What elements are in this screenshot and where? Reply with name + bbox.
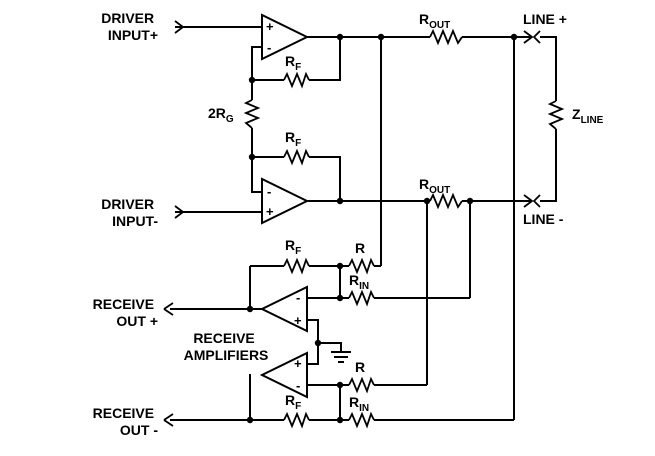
arrow-line-pos: [523, 30, 534, 44]
arrow-driver-input-neg: [174, 205, 185, 219]
receive-opamp-top: - +: [259, 285, 308, 333]
label-receive-out-pos: RECEIVE OUT +: [93, 296, 158, 329]
junction: [466, 197, 474, 205]
pin-plus: +: [266, 19, 274, 34]
junction: [336, 262, 344, 270]
driver-opamp-top: + -: [261, 13, 310, 61]
label-rin-rx-top: RIN: [349, 272, 369, 292]
arrow-receive-out-neg: [163, 413, 174, 427]
label-rf-rx-bot: RF: [285, 392, 301, 412]
junction: [248, 76, 256, 84]
wire-ground-drop: [318, 342, 342, 352]
junction: [336, 197, 344, 205]
arrow-line-neg: [523, 194, 534, 208]
wire-bot-driver-feedback-left: [251, 156, 284, 193]
junction: [314, 339, 322, 347]
ground-icon: [331, 351, 351, 363]
pin-plus: +: [294, 356, 302, 371]
resistor-rin-rx-top: [348, 289, 375, 307]
label-line-pos: LINE +: [523, 11, 567, 27]
resistors: [243, 28, 565, 429]
pin-minus: -: [267, 40, 271, 55]
pin-minus: -: [267, 184, 271, 199]
wire-zline-bottom: [540, 129, 557, 202]
driver-opamp-bot: - +: [261, 177, 310, 225]
terminal-line-neg: [532, 194, 541, 208]
wire-rx-top-minus: [307, 266, 341, 299]
label-rf-driver-bot: RF: [285, 129, 301, 149]
wires: [170, 26, 557, 421]
junction: [336, 33, 344, 41]
terminal-line-pos: [532, 30, 541, 44]
junction-dots: [246, 33, 518, 424]
label-rf-driver-top: RF: [285, 53, 301, 73]
label-rout-top: ROUT: [419, 11, 450, 31]
wire-top-driver-feedback-right: [309, 37, 341, 81]
resistor-rin-rx-bot: [348, 411, 375, 429]
label-r-rx-bot: R: [355, 359, 365, 375]
wire-zline-top: [540, 36, 557, 101]
label-r-rx-top: R: [355, 240, 365, 256]
pin-plus: +: [266, 204, 274, 219]
resistor-rout-top: [429, 28, 463, 46]
receive-opamp-bot: + -: [259, 351, 308, 399]
label-receive-amplifiers: RECEIVE AMPLIFIERS: [184, 330, 269, 363]
pin-plus: +: [294, 313, 302, 328]
label-receive-out-neg: RECEIVE OUT -: [93, 405, 159, 438]
resistor-rf-driver-top: [283, 71, 310, 89]
pin-minus: -: [296, 290, 300, 305]
wire-bot-driver-feedback-right: [309, 156, 341, 201]
impedance-zline: [547, 100, 565, 130]
label-line-neg: LINE -: [523, 211, 564, 227]
component-labels: ROUT ROUT RF RF 2RG ZLINE RF R RIN R RF …: [208, 11, 604, 414]
resistor-r-rx-bot: [348, 376, 375, 394]
wire-rx-bot-plus-ground: [307, 352, 319, 365]
resistor-rf-driver-bot: [283, 148, 310, 166]
resistor-r-rx-top: [348, 257, 375, 275]
junction: [336, 381, 344, 389]
junction: [510, 33, 518, 41]
label-rin-rx-bot: RIN: [349, 394, 369, 414]
label-zline: ZLINE: [572, 106, 604, 126]
wire-top-driver-feedback-left: [251, 46, 284, 81]
junction: [377, 33, 385, 41]
resistor-rf-rx-top: [283, 257, 310, 275]
junction: [248, 153, 256, 161]
pin-minus: -: [296, 378, 300, 393]
junction: [246, 416, 254, 424]
junction: [336, 416, 344, 424]
resistor-rf-rx-bot: [283, 411, 310, 429]
junction: [423, 197, 431, 205]
label-rf-rx-top: RF: [285, 237, 301, 257]
label-2rg: 2RG: [208, 105, 234, 125]
arrow-driver-input-pos: [174, 20, 185, 34]
arrows: [163, 20, 541, 427]
label-driver-input-pos: DRIVER INPUT+: [101, 10, 158, 43]
ground-symbol: [331, 351, 351, 363]
junction: [336, 294, 344, 302]
label-rout-bot: ROUT: [419, 176, 450, 196]
label-driver-input-neg: DRIVER INPUT-: [101, 196, 158, 229]
resistor-rout-bot: [429, 192, 463, 210]
arrow-receive-out-pos: [163, 302, 174, 316]
resistor-2rg: [243, 99, 261, 129]
wire-rx-top-plus-ground: [307, 319, 319, 352]
junction: [246, 305, 254, 313]
terminal-labels: DRIVER INPUT+ DRIVER INPUT- RECEIVE OUT …: [93, 10, 567, 438]
